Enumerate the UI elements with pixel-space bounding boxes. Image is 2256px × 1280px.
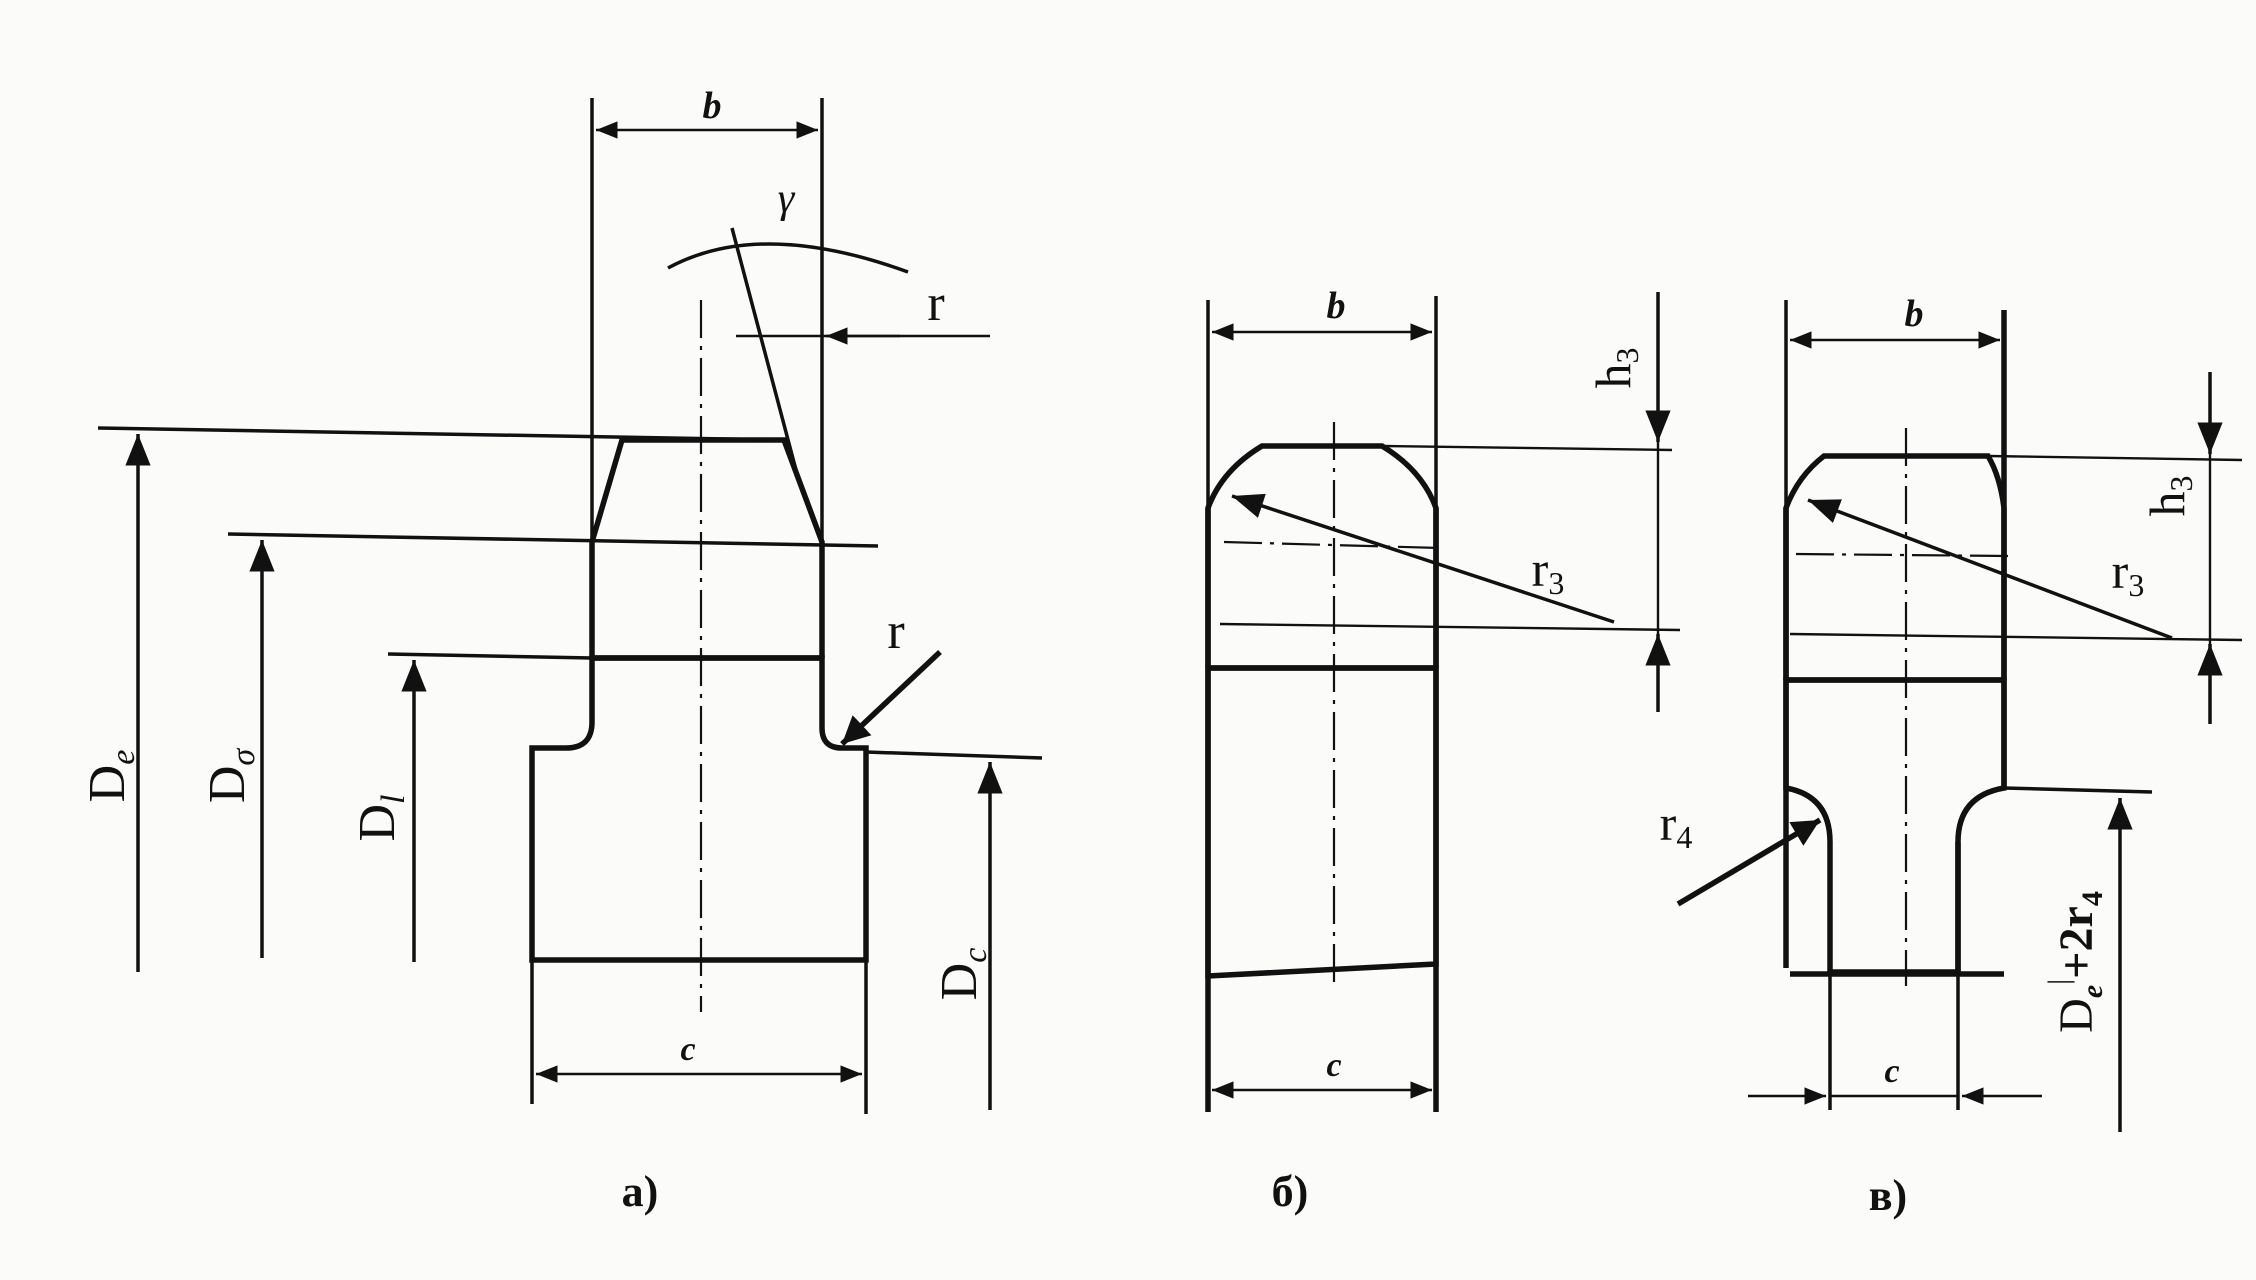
rim-profile-a [589,437,825,658]
svg-text:De|+2r4: De|+2r4 [2042,891,2109,1033]
dim-r3-c [1807,498,2173,640]
ext-Dl [387,652,593,660]
label-b-a: b [703,85,722,127]
svg-text:Dl: Dl [349,794,412,841]
svg-text:h3: h3 [1585,348,1645,389]
gamma-arc [667,242,909,274]
label-Dsigma: Dσ [199,748,262,804]
label-Dc: Dc [931,948,994,1001]
label-b-c: b [1905,293,1924,335]
figure-b: b h3 r3 c б) [1205,285,1681,1216]
svg-text:Dσ: Dσ [199,748,262,804]
svg-text:Dc: Dc [931,948,994,1001]
dim-r3-b [1231,493,1615,624]
ext-De [97,426,785,442]
label-r-top: r [927,275,944,332]
ext-h3-bot-c [1789,632,2243,642]
rim-profile-c [1783,453,2007,680]
label-c-c: c [1884,1053,1899,1090]
ext-h3-top-c [1987,454,2243,462]
label-r4: r4 [1660,795,1693,855]
label-c-b: c [1326,1047,1341,1084]
figure-a: b γ r r De Dσ Dl Dc c а) [79,85,1043,1216]
centre-horizontal-c [1795,552,2009,558]
hub-section-a [529,655,869,963]
label-c-a: c [680,1031,695,1068]
caption-c: в) [1869,1171,1907,1220]
svg-text:De: De [79,750,142,803]
label-h3-b: h3 [1585,348,1645,389]
r-fillet-leader [840,649,942,747]
label-Dl: Dl [349,794,412,841]
label-h3-c: h3 [2139,476,2199,517]
hub-section-b [1205,665,1439,979]
r4-leader [1676,817,1822,907]
label-b-b: b [1327,285,1346,327]
caption-a: а) [622,1167,659,1216]
ext-h3-top-b [1381,444,1673,452]
label-r-fillet: r [887,603,904,660]
label-r3-c: r3 [2112,543,2145,603]
ext-De2r4 [2003,786,2153,794]
label-gamma: γ [778,176,796,222]
hub-section-c [1783,677,2007,975]
ext-h3-bot-b [1219,622,1681,632]
ext-Dc [865,750,1043,760]
caption-b: б) [1272,1167,1309,1216]
rim-profile-b [1205,443,1439,668]
centre-horizontal-b [1223,540,1441,550]
svg-text:h3: h3 [2139,476,2199,517]
figure-c: b h3 r3 r4 De|+2r4 c в) [1660,293,2243,1220]
ext-Dsigma [227,532,879,548]
label-De2r4: De|+2r4 [2042,891,2109,1033]
draft-line [730,227,798,471]
label-De: De [79,750,142,803]
label-r3-b: r3 [1532,541,1565,601]
